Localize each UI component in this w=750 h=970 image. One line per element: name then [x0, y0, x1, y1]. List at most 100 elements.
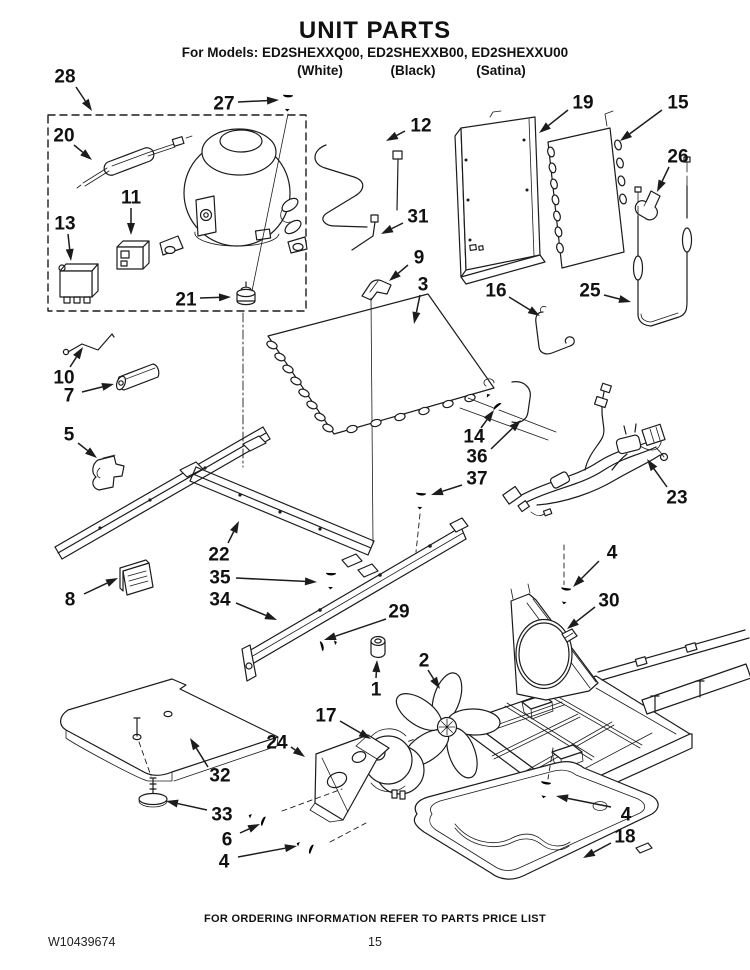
callout-number-3: 3	[418, 275, 429, 296]
screw-27-line	[251, 113, 289, 292]
frame-rail-rear	[54, 426, 271, 560]
callout-number-22: 22	[208, 545, 229, 566]
callout-number-12: 12	[410, 116, 431, 137]
page-title: UNIT PARTS	[299, 17, 451, 44]
callout-number-17: 17	[315, 706, 336, 727]
clamp	[634, 190, 661, 221]
callout-number-31: 31	[407, 207, 429, 228]
wire-harness	[502, 382, 669, 517]
callout-16: 16	[485, 281, 540, 316]
callout-7: 7	[64, 383, 114, 407]
callout-number-14: 14	[463, 427, 485, 448]
callout-30: 30	[567, 591, 620, 629]
document-number: W10439674	[48, 935, 115, 949]
callout-number-21: 21	[175, 290, 197, 311]
callout-11: 11	[121, 188, 141, 235]
callout-number-27: 27	[213, 94, 234, 115]
clip-9	[361, 279, 392, 301]
callout-23: 23	[647, 459, 688, 509]
callout-14: 14	[463, 410, 494, 448]
callout-number-20: 20	[53, 126, 74, 147]
callout-number-26: 26	[667, 147, 688, 168]
wire-hook	[535, 305, 575, 355]
callout-number-8: 8	[65, 590, 76, 611]
color-label-black: (Black)	[390, 63, 435, 78]
thermostat-control	[76, 135, 193, 189]
callout-6: 6	[222, 824, 260, 851]
callout-number-15: 15	[667, 93, 689, 114]
callout-28: 28	[54, 67, 92, 111]
start-relay	[58, 263, 99, 304]
callout-32: 32	[190, 738, 231, 787]
screw-37	[414, 489, 427, 510]
footer-note: FOR ORDERING INFORMATION REFER TO PARTS …	[204, 913, 546, 925]
callout-3: 3	[412, 275, 429, 324]
screw-35	[325, 569, 337, 590]
bushing	[370, 635, 386, 659]
callout-25: 25	[579, 281, 631, 303]
callout-number-25: 25	[579, 281, 601, 302]
cover-panel	[60, 678, 279, 782]
rear-access-panel	[454, 110, 546, 285]
callout-2: 2	[419, 651, 440, 689]
callout-13: 13	[54, 214, 76, 261]
models-line: For Models: ED2SHEXXQ00, ED2SHEXXB00, ED…	[182, 45, 568, 60]
screw-4-shroud	[558, 584, 572, 606]
callout-26: 26	[657, 147, 689, 192]
callout-4b: 4	[219, 844, 297, 873]
callout-number-32: 32	[209, 766, 230, 787]
leveling-foot	[138, 777, 168, 808]
heat-shield-plate	[119, 559, 154, 596]
callout-5: 5	[64, 425, 97, 458]
callout-15: 15	[620, 93, 689, 141]
motor-bracket	[281, 734, 390, 843]
color-label-satina: (Satina)	[476, 63, 526, 78]
tube-31	[351, 214, 379, 251]
callout-number-37: 37	[466, 469, 487, 490]
callout-number-18: 18	[614, 827, 635, 848]
defrost-heater	[632, 156, 693, 327]
callout-8: 8	[65, 578, 118, 611]
color-label-white: (White)	[297, 63, 343, 78]
callout-number-1: 1	[371, 680, 382, 701]
callout-20: 20	[53, 126, 92, 160]
callout-33: 33	[166, 799, 233, 826]
callout-number-35: 35	[209, 568, 231, 589]
callout-21: 21	[175, 290, 231, 311]
callout-9: 9	[389, 248, 425, 281]
callout-number-4a: 4	[607, 543, 618, 564]
callout-27: 27	[213, 94, 279, 115]
callout-number-34: 34	[209, 590, 231, 611]
callout-17: 17	[315, 706, 371, 739]
callout-22: 22	[208, 521, 239, 566]
callout-4a: 4	[573, 543, 618, 587]
frame-rail-cross	[189, 466, 379, 578]
callout-number-29: 29	[388, 602, 409, 623]
evaporator	[547, 110, 627, 269]
callout-number-30: 30	[598, 591, 619, 612]
callout-1: 1	[371, 660, 382, 701]
drain-pan	[413, 761, 659, 880]
callout-number-2: 2	[419, 651, 430, 672]
centerline-2	[370, 297, 374, 544]
callout-number-16: 16	[485, 281, 506, 302]
callout-number-33: 33	[211, 805, 232, 826]
callout-37: 37	[431, 469, 488, 496]
grommet	[236, 281, 256, 306]
callout-29: 29	[324, 602, 410, 640]
callout-number-6: 6	[222, 830, 233, 851]
callout-number-10: 10	[53, 368, 74, 389]
drier	[115, 363, 160, 391]
tube-12	[314, 144, 403, 228]
callout-number-19: 19	[572, 93, 593, 114]
fan-shroud	[510, 544, 599, 701]
callout-36: 36	[466, 420, 521, 468]
callout-19: 19	[539, 93, 594, 133]
condenser-coil	[266, 293, 557, 441]
condenser-fan-motor	[363, 728, 425, 800]
callout-number-9: 9	[414, 248, 425, 269]
callout-number-13: 13	[54, 214, 75, 235]
